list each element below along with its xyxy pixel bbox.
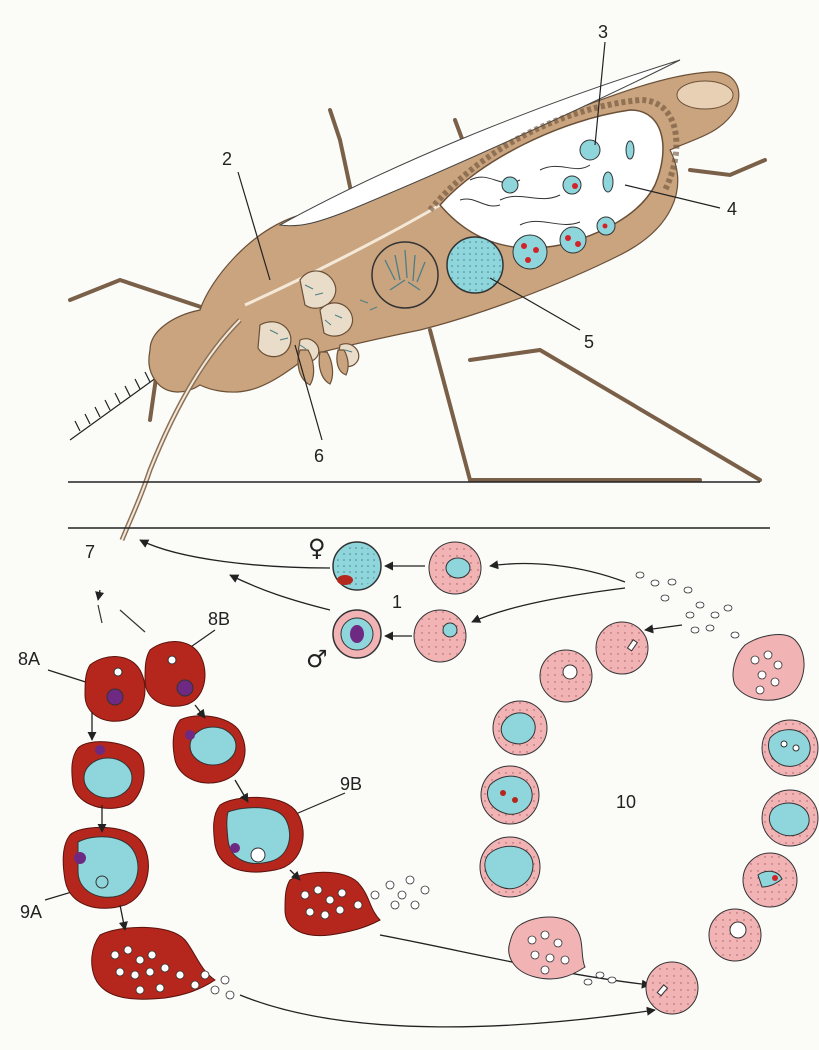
liver-cell-8a: [85, 657, 145, 722]
label-7: 7: [85, 542, 95, 562]
label-8a: 8A: [18, 649, 40, 669]
zygote-gut-1: [502, 177, 518, 193]
label-1: 1: [392, 592, 402, 612]
label-8b: 8B: [208, 609, 230, 629]
label-6: 6: [314, 446, 324, 466]
liver-schizont-9b: [214, 797, 304, 872]
liver-schizont-9a: [63, 827, 148, 908]
label-3: 3: [598, 22, 608, 42]
rbc-rupture-top: [733, 635, 804, 701]
rupturing-liver-cell-b: [285, 872, 429, 935]
label-5: 5: [584, 332, 594, 352]
liver-cell-8b: [145, 642, 205, 707]
mosquito: [70, 60, 765, 540]
zygote-gut-2: [580, 140, 600, 160]
liver-schizont-a1: [72, 742, 144, 809]
injected-sporozoites: [98, 605, 145, 632]
liver-schizont-b1: [173, 716, 245, 783]
label-9b: 9B: [340, 774, 362, 794]
gametocytes: [333, 542, 481, 662]
label-2: 2: [222, 149, 232, 169]
mosquito-head: [677, 81, 733, 109]
label-9a: 9A: [20, 902, 42, 922]
label-4: 4: [727, 199, 737, 219]
female-symbol: ♀: [308, 534, 326, 562]
zygote-gut-3: [563, 176, 581, 194]
label-10: 10: [616, 792, 636, 812]
erythrocytic-cycle: [480, 622, 818, 1014]
male-symbol: ♂: [306, 645, 328, 673]
ookinete-gut: [626, 141, 634, 159]
antenna: [70, 372, 160, 440]
rupturing-liver-cell-a: [92, 927, 234, 999]
